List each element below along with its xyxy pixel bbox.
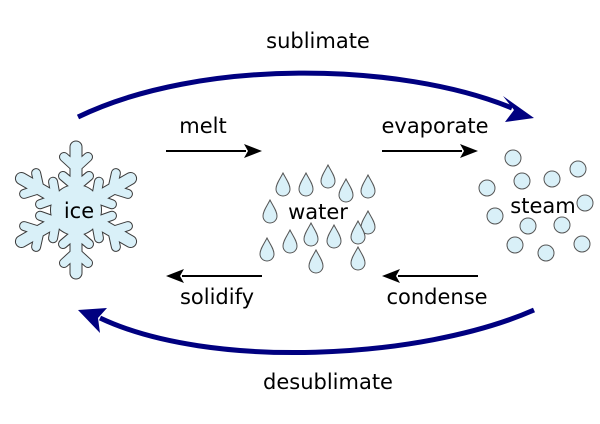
steam-bubbles bbox=[478, 149, 594, 262]
droplet-icon bbox=[338, 178, 354, 203]
sublimate-arrowhead bbox=[503, 96, 534, 122]
bubble-icon bbox=[543, 170, 561, 188]
droplet-icon bbox=[303, 222, 319, 247]
droplet-icon bbox=[298, 172, 314, 197]
desublimate-arc bbox=[98, 307, 536, 356]
bubble-icon bbox=[553, 216, 571, 234]
droplet-icon bbox=[275, 172, 291, 197]
bubble-icon bbox=[519, 217, 537, 235]
bubble-icon bbox=[537, 244, 555, 262]
bubble-icon bbox=[513, 172, 531, 190]
melt-arrowhead bbox=[244, 144, 262, 158]
droplet-icon bbox=[350, 246, 366, 271]
snowflake-icon bbox=[15, 147, 137, 273]
bubble-icon bbox=[506, 236, 524, 254]
droplet-icon bbox=[326, 224, 342, 249]
melt-label: melt bbox=[179, 114, 226, 138]
droplet-icon bbox=[308, 249, 324, 274]
bubble-icon bbox=[576, 194, 594, 212]
desublimate-arrowhead bbox=[78, 308, 107, 333]
bubble-icon bbox=[569, 160, 587, 178]
bubble-icon bbox=[478, 179, 496, 197]
ice-label: ice bbox=[64, 199, 94, 223]
solidify-label: solidify bbox=[180, 285, 254, 309]
solidify-arrowhead bbox=[166, 269, 184, 283]
steam-label: steam bbox=[510, 194, 575, 218]
droplet-icon bbox=[259, 237, 275, 262]
sublimate-label: sublimate bbox=[266, 29, 370, 53]
water-label: water bbox=[288, 200, 348, 224]
bubble-icon bbox=[573, 235, 591, 253]
droplet-icon bbox=[320, 164, 336, 189]
desublimate-label: desublimate bbox=[263, 370, 393, 394]
sublimate-arc bbox=[76, 70, 513, 120]
droplet-icon bbox=[262, 199, 278, 224]
condense-arrowhead bbox=[382, 269, 400, 283]
bubble-icon bbox=[486, 207, 504, 225]
condense-label: condense bbox=[386, 285, 487, 309]
evaporate-arrowhead bbox=[460, 144, 478, 158]
evaporate-label: evaporate bbox=[381, 114, 488, 138]
droplet-icon bbox=[282, 229, 298, 254]
bubble-icon bbox=[504, 149, 522, 167]
droplet-icon bbox=[360, 174, 376, 199]
